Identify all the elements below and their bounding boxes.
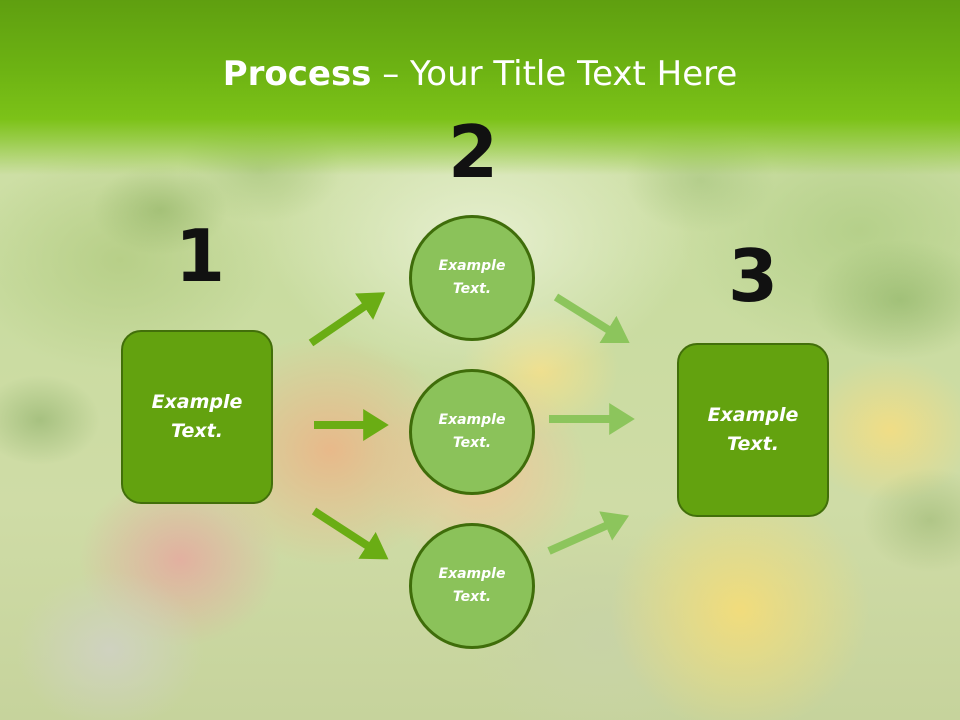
circle-bottom[interactable]: Example Text.	[409, 523, 535, 649]
start-box[interactable]: Example Text.	[121, 330, 273, 504]
step-number-1: 1	[174, 214, 226, 298]
end-box-text: Example Text.	[707, 404, 799, 455]
arrow-circle-bot-to-box3	[547, 511, 630, 555]
circle-top[interactable]: Example Text.	[409, 215, 535, 341]
step-number-3: 3	[727, 234, 779, 318]
circle-middle-text: Example Text.	[438, 412, 506, 451]
arrow-circle-top-to-box3	[553, 293, 630, 344]
title-bold-word: Process	[222, 54, 372, 94]
arrow-box1-to-circle-top	[308, 292, 386, 347]
circle-middle[interactable]: Example Text.	[409, 369, 535, 495]
step-number-2: 2	[447, 110, 499, 194]
title-rest: – Your Title Text Here	[371, 54, 738, 94]
title-band	[0, 0, 960, 175]
start-box-text: Example Text.	[151, 391, 243, 442]
end-box[interactable]: Example Text.	[677, 343, 829, 517]
circle-top-text: Example Text.	[438, 258, 506, 297]
circle-bottom-text: Example Text.	[438, 566, 506, 605]
slide-title[interactable]: Process – Your Title Text Here	[0, 52, 960, 96]
arrow-box1-to-circle-bot	[311, 507, 389, 560]
